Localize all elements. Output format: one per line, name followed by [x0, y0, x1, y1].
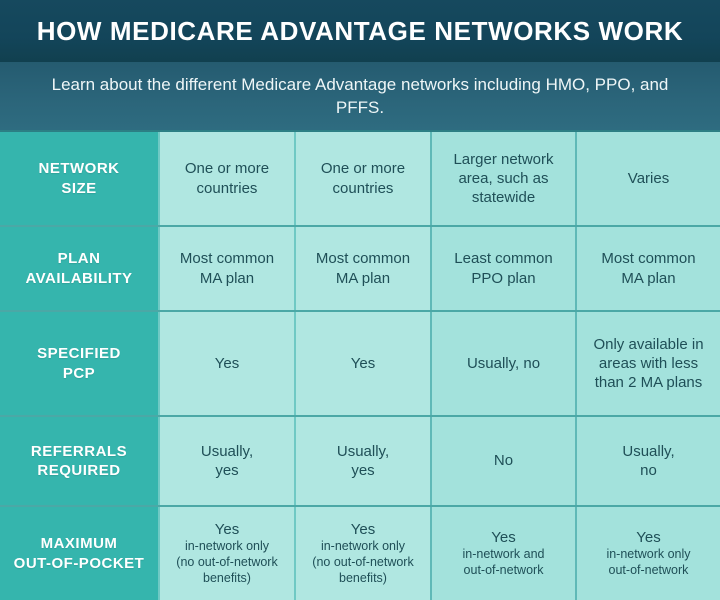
cell-maximum-out-of-pocket-col4: Yes in-network only out-of-network	[575, 507, 720, 600]
cell-value-detail: in-network only (no out-of-network benef…	[312, 539, 414, 585]
page-subtitle: Learn about the different Medicare Advan…	[51, 75, 669, 117]
cell-referrals-required-col2: Usually, yes	[294, 417, 430, 505]
cell-network-size-col4: Varies	[575, 132, 720, 225]
comparison-table: NETWORK SIZE One or more countries One o…	[0, 130, 720, 600]
cell-plan-availability-col4: Most common MA plan	[575, 227, 720, 310]
cell-maximum-out-of-pocket-col2: Yes in-network only (no out-of-network b…	[294, 507, 430, 600]
row-label-plan-availability: PLAN AVAILABILITY	[0, 227, 158, 310]
cell-referrals-required-col4: Usually, no	[575, 417, 720, 505]
cell-value-detail: in-network only out-of-network	[606, 547, 691, 577]
cell-value-detail: in-network only (no out-of-network benef…	[176, 539, 278, 585]
title-bar: HOW MEDICARE ADVANTAGE NETWORKS WORK	[0, 0, 720, 62]
cell-referrals-required-col3: No	[430, 417, 575, 505]
cell-value-primary: Yes	[491, 528, 516, 546]
row-label-referrals-required: REFERRALS REQUIRED	[0, 417, 158, 505]
cell-specified-pcp-col1: Yes	[158, 312, 294, 415]
table-row: REFERRALS REQUIRED Usually, yes Usually,…	[0, 417, 720, 507]
subtitle-bar: Learn about the different Medicare Advan…	[0, 62, 720, 130]
cell-value-primary: Yes	[636, 528, 661, 546]
cell-value-detail: in-network and out-of-network	[462, 547, 545, 577]
row-label-maximum-out-of-pocket: MAXIMUM OUT-OF-POCKET	[0, 507, 158, 600]
cell-maximum-out-of-pocket-col1: Yes in-network only (no out-of-network b…	[158, 507, 294, 600]
cell-plan-availability-col1: Most common MA plan	[158, 227, 294, 310]
page-title: HOW MEDICARE ADVANTAGE NETWORKS WORK	[36, 15, 684, 46]
table-row: MAXIMUM OUT-OF-POCKET Yes in-network onl…	[0, 507, 720, 600]
cell-maximum-out-of-pocket-col3: Yes in-network and out-of-network	[430, 507, 575, 600]
cell-network-size-col2: One or more countries	[294, 132, 430, 225]
row-label-network-size: NETWORK SIZE	[0, 132, 158, 225]
row-label-specified-pcp: SPECIFIED PCP	[0, 312, 158, 415]
cell-network-size-col3: Larger network area, such as statewide	[430, 132, 575, 225]
cell-network-size-col1: One or more countries	[158, 132, 294, 225]
table-row: PLAN AVAILABILITY Most common MA plan Mo…	[0, 227, 720, 312]
cell-specified-pcp-col4: Only available in areas with less than 2…	[575, 312, 720, 415]
table-row: SPECIFIED PCP Yes Yes Usually, no Only a…	[0, 312, 720, 417]
cell-value-primary: Yes	[350, 520, 376, 538]
table-row: NETWORK SIZE One or more countries One o…	[0, 132, 720, 227]
cell-specified-pcp-col2: Yes	[294, 312, 430, 415]
cell-plan-availability-col3: Least common PPO plan	[430, 227, 575, 310]
cell-specified-pcp-col3: Usually, no	[430, 312, 575, 415]
cell-value-primary: Yes	[214, 520, 240, 538]
cell-referrals-required-col1: Usually, yes	[158, 417, 294, 505]
cell-plan-availability-col2: Most common MA plan	[294, 227, 430, 310]
